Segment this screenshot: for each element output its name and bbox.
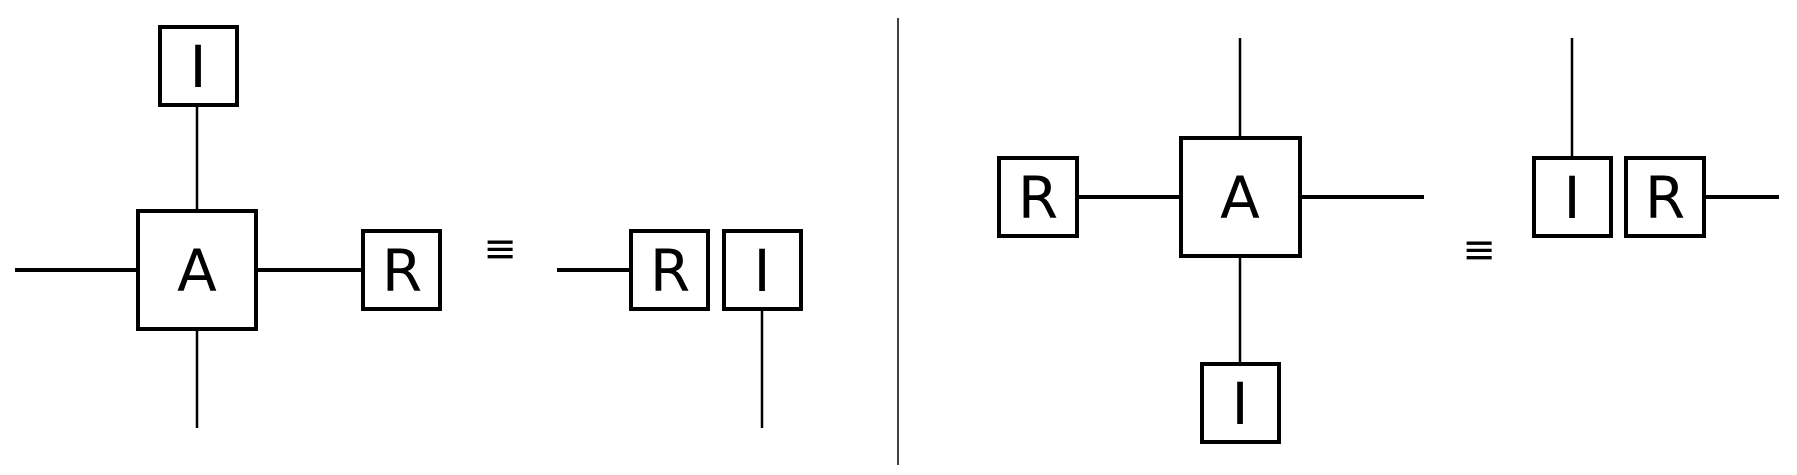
right-diagram: R A I ≡ I R [997,38,1779,444]
left-result-tensor-r: R [629,229,710,311]
left-tensor-r-label: R [382,237,422,305]
right-tensor-i: I [1200,362,1281,444]
right-result-i-label: I [1563,164,1580,232]
left-equivalence-symbol: ≡ [483,226,517,272]
right-equivalence-symbol: ≡ [1462,227,1496,273]
right-result-tensor-r: R [1624,156,1706,238]
left-tensor-i: I [158,25,239,107]
right-result-r-label: R [1645,164,1685,232]
left-tensor-a-label: A [177,237,217,305]
left-tensor-a: A [136,209,258,331]
left-result-tensor-i: I [722,229,803,311]
right-result-tensor-i: I [1532,156,1613,238]
left-diagram: I A R ≡ R I [15,25,803,428]
right-tensor-i-label: I [1231,370,1248,438]
right-tensor-a-label: A [1220,164,1260,232]
left-tensor-i-label: I [189,33,206,101]
right-tensor-r-label: R [1018,164,1058,232]
right-tensor-r: R [997,156,1079,238]
left-result-i-label: I [753,237,770,305]
left-result-r-label: R [650,237,690,305]
right-tensor-a: A [1179,136,1302,258]
left-tensor-r: R [361,229,442,311]
